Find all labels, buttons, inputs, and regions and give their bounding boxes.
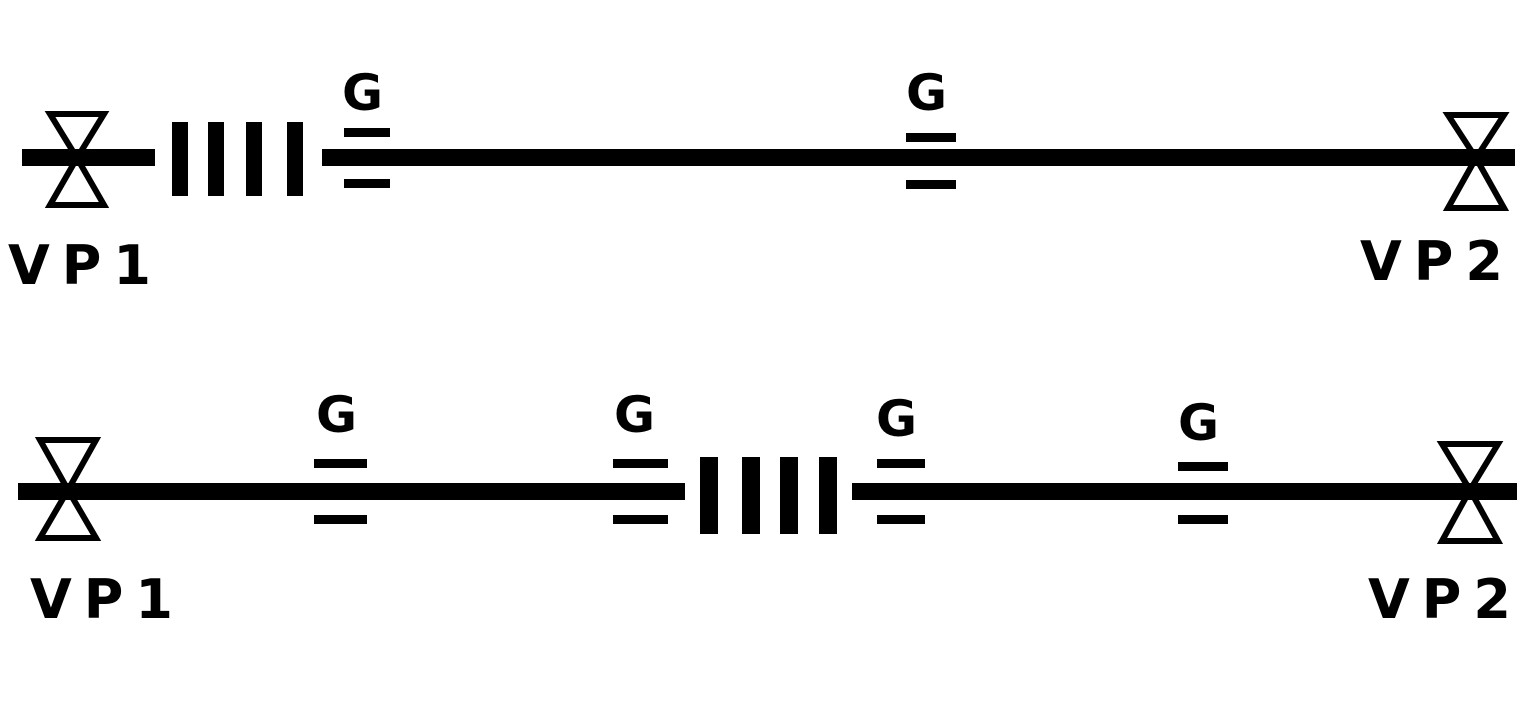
gauge-label: G — [906, 64, 947, 122]
gauge-icon — [613, 459, 668, 524]
gauge-label: G — [876, 390, 917, 448]
pump-block-icon — [172, 122, 303, 196]
pipe-segment-main — [322, 149, 1515, 166]
gauge-label: G — [1178, 394, 1219, 452]
diagram-top: G G VP1 VP2 — [8, 64, 1515, 297]
pipe-segment-left — [18, 483, 685, 500]
valve-icon — [1430, 441, 1517, 544]
pipe-segment-right — [852, 483, 1517, 500]
gauge-icon — [906, 133, 956, 189]
valve-label-right: VP2 — [1360, 230, 1515, 293]
valve-label-left: VP1 — [8, 234, 163, 297]
valve-label-right: VP2 — [1368, 568, 1523, 631]
valve-icon — [1430, 112, 1515, 211]
pump-block-icon — [700, 457, 837, 534]
gauge-icon — [1178, 462, 1228, 524]
gauge-label: G — [614, 386, 655, 444]
gauge-label: G — [316, 386, 357, 444]
valve-icon — [22, 111, 132, 208]
diagram-bottom: G G G G VP1 VP2 — [18, 386, 1523, 631]
gauge-icon — [877, 459, 925, 524]
valve-icon — [18, 437, 118, 541]
gauge-icon — [314, 459, 367, 524]
valve-label-left: VP1 — [30, 568, 185, 631]
gauge-label: G — [342, 64, 383, 122]
gauge-icon — [344, 128, 390, 188]
